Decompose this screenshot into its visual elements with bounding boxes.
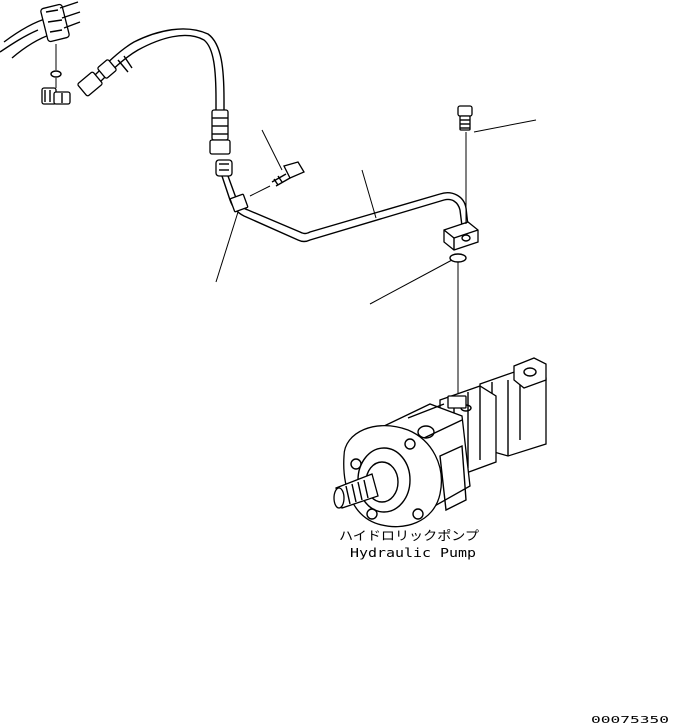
rigid-tube — [215, 159, 469, 243]
figure-number: 00075350 — [591, 715, 669, 726]
o-ring-pump-port — [449, 253, 467, 263]
leader-lines — [215, 119, 537, 305]
flange-bolt — [457, 105, 473, 131]
o-ring-upper-left — [50, 70, 62, 78]
pump-label-jp: ハイドロリックポンプ — [339, 528, 480, 543]
elbow-adapter — [41, 87, 71, 105]
flexible-hose — [77, 28, 231, 155]
clamp-bolt — [271, 161, 305, 187]
pump-label-en: Hydraulic Pump — [350, 545, 476, 560]
upper-left-hose-fitting — [0, 1, 81, 59]
tube-flange — [443, 221, 479, 251]
hydraulic-pump — [333, 357, 547, 528]
